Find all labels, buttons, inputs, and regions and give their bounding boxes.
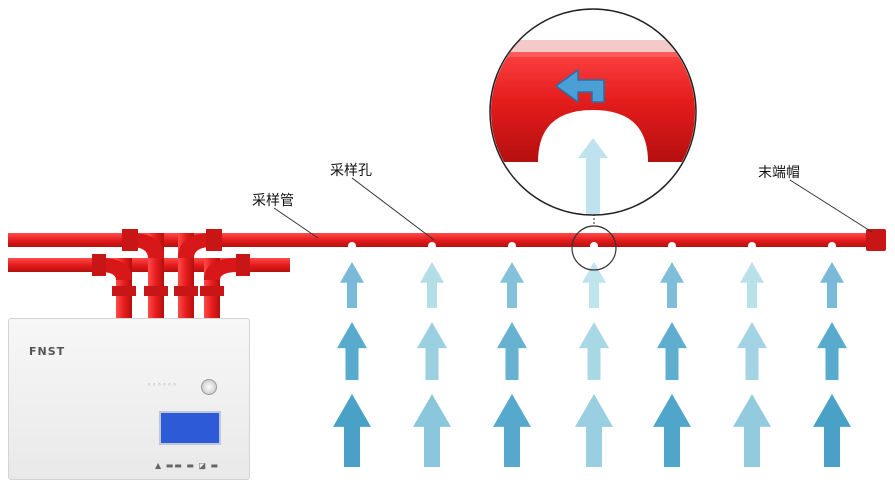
aspirating-detector-unit: FNST ◦◦◦◦◦◦ ▲ ▬▬ ▬ ◪ ▬: [8, 318, 250, 480]
sampling-pipe: [8, 229, 886, 251]
airflow-arrow: [579, 322, 609, 380]
end-cap: [866, 229, 886, 251]
sampling-hole: [828, 242, 836, 250]
leader-sampling-pipe: [273, 207, 319, 239]
sampling-hole: [748, 242, 756, 250]
sampling-hole: [508, 242, 516, 250]
leader-end-cap: [789, 179, 873, 233]
airflow-arrow: [820, 262, 844, 308]
sampling-hole: [590, 242, 598, 250]
airflow-arrow: [582, 262, 606, 308]
indicator-row: ◦◦◦◦◦◦: [147, 381, 178, 389]
airflow-arrow: [500, 262, 524, 308]
zoom-callout: [489, 8, 697, 216]
airflow-arrow: [340, 262, 364, 308]
airflow-arrow: [653, 394, 691, 467]
airflow-arrow: [740, 262, 764, 308]
leader-sampling-hole: [351, 177, 435, 241]
hole-highlight-circle: [571, 225, 617, 271]
label-end-cap: 末端帽: [758, 165, 800, 181]
lcd-display: [159, 411, 221, 445]
return-arrow-icon: [554, 68, 605, 104]
airflow-arrows: [333, 262, 851, 467]
airflow-arrow: [413, 394, 451, 467]
airflow-arrow: [333, 394, 371, 467]
airflow-arrow: [737, 322, 767, 380]
airflow-arrow: [497, 322, 527, 380]
airflow-arrow: [660, 262, 684, 308]
airflow-arrow: [657, 322, 687, 380]
airflow-arrow: [337, 322, 367, 380]
aspirating-diagram: [8, 8, 886, 467]
label-sampling-hole: 采样孔: [330, 163, 372, 179]
sampling-hole: [428, 242, 436, 250]
brand-logo: FNST: [29, 345, 66, 358]
sampling-hole: [668, 242, 676, 250]
airflow-arrow: [817, 322, 847, 380]
airflow-arrow: [733, 394, 771, 467]
airflow-arrow: [493, 394, 531, 467]
pipe-drops: [92, 229, 250, 318]
dial-icon: [201, 379, 217, 395]
label-sampling-pipe: 采样管: [252, 193, 294, 209]
airflow-arrow: [575, 394, 613, 467]
control-row: ▲ ▬▬ ▬ ◪ ▬: [155, 461, 220, 470]
airflow-arrow: [417, 322, 447, 380]
airflow-arrow: [420, 262, 444, 308]
sampling-holes: [348, 242, 836, 250]
sampling-hole: [348, 242, 356, 250]
airflow-arrow: [813, 394, 851, 467]
